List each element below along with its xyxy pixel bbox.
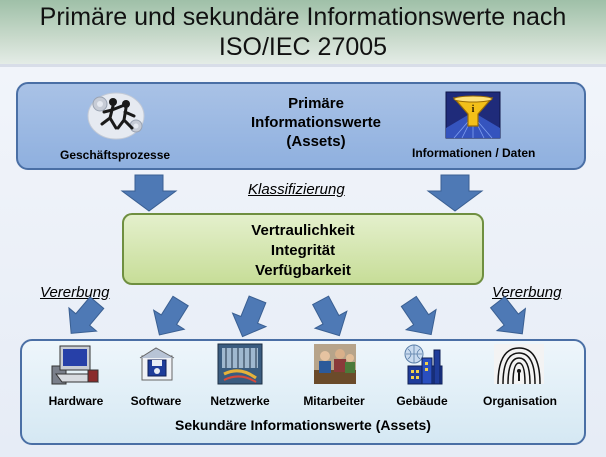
- secondary-assets-box: [20, 339, 586, 445]
- secondary-title: Sekundäre Informationswerte (Assets): [175, 417, 431, 433]
- title-separator: [0, 64, 606, 67]
- inheritance-right-label: Vererbung: [492, 284, 562, 301]
- building-icon: [404, 344, 443, 385]
- arrow-to-buildings: [393, 290, 447, 346]
- arrow-to-networks: [225, 292, 275, 344]
- cia-availability: Verfügbarkeit: [255, 262, 351, 279]
- secondary-item-software: Software: [130, 394, 182, 408]
- secondary-item-organisation: Organisation: [482, 394, 557, 408]
- arrow-to-software: [143, 291, 197, 345]
- primary-title-line-3: (Assets): [286, 133, 346, 150]
- title-bar: [0, 0, 606, 64]
- primary-right-label: Informationen / Daten: [412, 146, 536, 160]
- title-line-1: Primäre und sekundäre Informationswerte …: [39, 3, 567, 31]
- inheritance-left-label: Vererbung: [40, 284, 110, 301]
- people-icon: [314, 344, 356, 384]
- computer-icon: [51, 345, 99, 385]
- arrow-to-staff: [304, 291, 356, 345]
- network-icon: [217, 343, 263, 385]
- title-line-2: ISO/IEC 27005: [218, 33, 388, 61]
- information-filter-icon: i: [445, 91, 501, 139]
- svg-text:i: i: [472, 104, 475, 115]
- cia-integrity: Integrität: [270, 242, 336, 259]
- secondary-item-hardware: Hardware: [48, 394, 104, 408]
- page-title: Primäre und sekundäre Informationswerte …: [0, 2, 606, 62]
- arrow-down-left: [120, 174, 178, 212]
- classification-label: Klassifizierung: [248, 181, 345, 198]
- cia-box: [122, 213, 484, 285]
- secondary-item-staff: Mitarbeiter: [303, 394, 365, 408]
- secondary-item-networks: Netzwerke: [210, 394, 270, 408]
- primary-left-label: Geschäftsprozesse: [60, 148, 171, 162]
- cia-confidentiality: Vertraulichkeit: [251, 222, 355, 239]
- arrow-down-right: [426, 174, 484, 212]
- primary-title-line-1: Primäre: [288, 95, 344, 112]
- primary-title: Primäre Informationswerte (Assets): [206, 94, 426, 151]
- secondary-item-buildings: Gebäude: [396, 394, 448, 408]
- software-icon: [139, 347, 175, 381]
- organisation-icon: [494, 344, 544, 385]
- business-process-icon: [87, 92, 145, 140]
- primary-title-line-2: Informationswerte: [250, 114, 382, 131]
- cia-text: Vertraulichkeit Integrität Verfügbarkeit: [122, 221, 484, 281]
